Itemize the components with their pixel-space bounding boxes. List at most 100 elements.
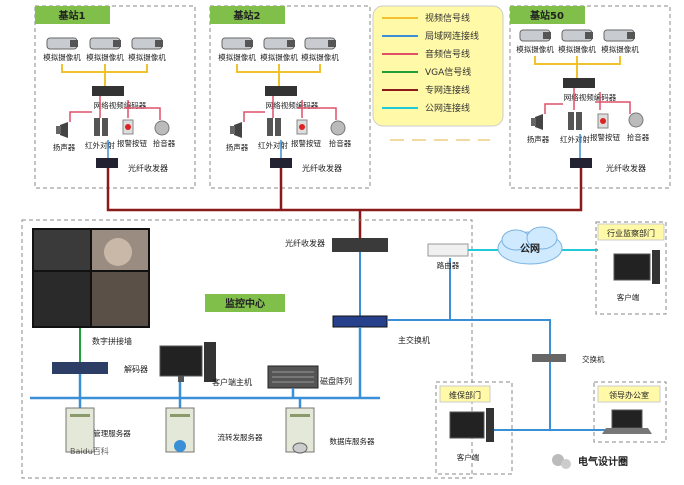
main-switch-label: 主交换机: [398, 335, 430, 345]
pickup-icon: [154, 120, 170, 136]
camera-icon: [221, 37, 253, 50]
encoder-label: 网络视频编码器: [266, 100, 319, 110]
speaker-icon: [230, 122, 242, 138]
legend-label: 视频信号线: [425, 12, 470, 24]
alarm-label: 报警按钮: [291, 138, 321, 148]
private-network-line: [106, 168, 583, 238]
ir-label: 红外对射: [258, 140, 288, 150]
wechat-icon: [552, 454, 571, 469]
camera-icon: [46, 37, 78, 50]
maintenance-box: 维保部门 客户端: [435, 381, 513, 475]
computer-icon: [449, 408, 494, 442]
office-label: 领导办公室: [609, 390, 649, 400]
station-50: 基站50 模拟摄像机 模拟摄像机 模拟摄像机 网络视频编码器 扬声器 红外对射 …: [509, 5, 671, 189]
encoder-label: 网络视频编码器: [564, 92, 617, 102]
encoder-icon: [92, 86, 124, 96]
pickup-label: 拾音器: [627, 132, 650, 142]
ir-label: 红外对射: [85, 140, 115, 150]
station-2: 基站2 模拟摄像机 模拟摄像机 模拟摄像机 网络视频编码器 扬声器 红外对射 报…: [209, 5, 371, 189]
camera-label: 模拟摄像机: [128, 52, 166, 62]
server-icon: [65, 407, 95, 453]
station-header: [35, 6, 110, 24]
camera-label: 模拟摄像机: [218, 52, 256, 62]
center-header: [205, 294, 285, 312]
lan-bus: [30, 327, 380, 408]
lan-line-external: [387, 258, 551, 358]
stream-server-label: 流转发服务器: [218, 432, 263, 442]
speaker-label: 扬声器: [53, 142, 76, 152]
alarm-button-icon: [296, 119, 308, 135]
watermark-right: 电气设计圈: [578, 455, 628, 468]
speaker-icon: [56, 122, 68, 138]
station-header: [510, 6, 585, 24]
main-switch-icon: [332, 315, 388, 328]
lan-line-branch: [490, 362, 612, 431]
legend: 视频信号线 局域网连接线 音频信号线 VGA信号线 专网连接线 公网连接线: [372, 5, 504, 141]
camera-icon: [89, 37, 121, 50]
legend-label: 音频信号线: [425, 48, 470, 60]
pickup-icon: [628, 112, 644, 128]
ir-label: 红外对射: [560, 134, 590, 144]
watermark-left: Baidu百科: [70, 446, 109, 456]
camera-label: 模拟摄像机: [43, 52, 81, 62]
regulator-box: 行业监察部门 客户端: [595, 221, 667, 315]
alarm-label: 报警按钮: [590, 132, 620, 142]
decoder-icon: [52, 362, 108, 374]
camera-label: 模拟摄像机: [301, 52, 339, 62]
transceiver-icon: [570, 158, 592, 168]
station-header: [210, 6, 285, 24]
monitor-icon: [159, 342, 216, 382]
pickup-icon: [330, 120, 346, 136]
infrared-sensor-icon: [568, 112, 582, 130]
camera-label: 模拟摄像机: [601, 44, 639, 54]
router-label: 路由器: [437, 260, 460, 270]
maintenance-client-label: 客户端: [457, 452, 480, 462]
mgmt-server-label: 管理服务器: [93, 428, 131, 438]
server-icon: [285, 407, 315, 454]
camera-icon: [131, 37, 163, 50]
transceiver-label: 光纤收发器: [606, 163, 646, 173]
internet-label: 公网: [520, 243, 540, 255]
camera-icon: [603, 29, 635, 42]
disk-array-icon: [267, 365, 319, 389]
server-icon: [165, 407, 195, 453]
encoder-label: 网络视频编码器: [94, 100, 147, 110]
camera-label: 模拟摄像机: [558, 44, 596, 54]
pickup-label: 拾音器: [329, 138, 352, 148]
speaker-icon: [531, 114, 543, 130]
decoder-label: 解码器: [124, 364, 148, 374]
station-title: 基站50: [529, 9, 564, 22]
infrared-sensor-icon: [267, 118, 281, 136]
legend-label: 公网连接线: [425, 102, 470, 114]
camera-icon: [304, 37, 336, 50]
db-server-label: 数据库服务器: [330, 436, 375, 446]
camera-label: 模拟摄像机: [260, 52, 298, 62]
camera-icon: [561, 29, 593, 42]
encoder-icon: [265, 86, 297, 96]
camera-label: 模拟摄像机: [516, 44, 554, 54]
office-box: 领导办公室: [593, 381, 667, 443]
station-title: 基站1: [58, 9, 86, 22]
transceiver-icon: [96, 158, 118, 168]
router-icon: [427, 243, 469, 257]
alarm-button-icon: [597, 113, 609, 129]
speaker-label: 扬声器: [226, 142, 249, 152]
legend-label: 局域网连接线: [425, 30, 479, 42]
camera-label: 模拟摄像机: [86, 52, 124, 62]
alarm-button-icon: [122, 119, 134, 135]
legend-label: 专网连接线: [425, 84, 470, 96]
maintenance-label: 维保部门: [449, 390, 481, 400]
transceiver-label: 光纤收发器: [302, 163, 342, 173]
disk-array-label: 磁盘阵列: [320, 376, 352, 386]
monitoring-center: 监控中心 光纤收发器 主交换机 数字拼接墙 解码器 客户端主机: [21, 219, 473, 479]
transceiver-icon: [270, 158, 292, 168]
legend-label: VGA信号线: [425, 66, 471, 78]
center-transceiver-label: 光纤收发器: [285, 238, 325, 248]
computer-icon: [613, 250, 660, 284]
cloud-icon: [497, 226, 563, 265]
station-1: 基站1 模拟摄像机 模拟摄像机 模拟摄像机 网络视频编码器 扬声器 红外对射 报…: [34, 5, 196, 189]
regulator-client-label: 客户端: [617, 292, 640, 302]
camera-icon: [519, 29, 551, 42]
speaker-label: 扬声器: [527, 134, 550, 144]
